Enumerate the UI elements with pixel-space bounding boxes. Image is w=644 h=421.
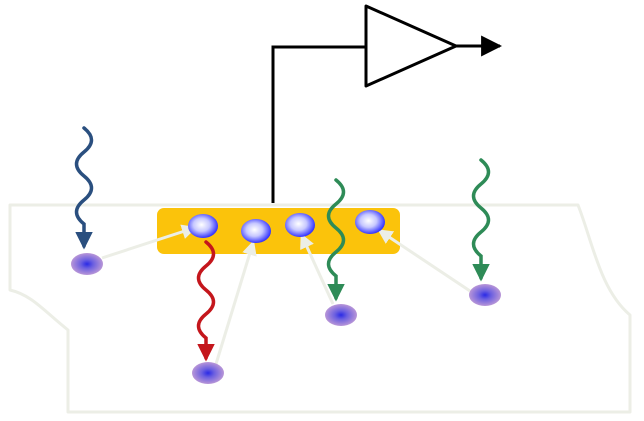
photons: [74, 126, 491, 362]
transfer-arrow: [214, 240, 257, 365]
signal-wire: [271, 45, 366, 203]
trap-dot-icon: [192, 362, 224, 384]
amplifier-triangle-icon: [364, 4, 458, 88]
electron-dot-icon: [355, 210, 385, 234]
green-photon-wavy-arrow-icon: [471, 158, 491, 282]
electron-dot-icon: [188, 214, 218, 238]
red-photon-wavy-arrow-icon: [196, 240, 216, 362]
collected-electrons: [188, 210, 385, 243]
trap-dot-icon: [71, 253, 103, 275]
substrate-outline: [8, 203, 632, 414]
green-photon-wavy-arrow-icon: [326, 178, 346, 302]
transfer-arrow: [377, 229, 471, 293]
trap-dot-icon: [325, 304, 357, 326]
electrode-bar: [157, 208, 400, 254]
transfer-arrows: [101, 224, 471, 365]
electron-dot-icon: [285, 213, 315, 237]
transfer-arrow: [101, 224, 197, 260]
blue-photon-wavy-arrow-icon: [74, 126, 94, 250]
electron-dot-icon: [241, 219, 271, 243]
trapped-charges: [71, 253, 501, 384]
trap-dot-icon: [469, 284, 501, 306]
